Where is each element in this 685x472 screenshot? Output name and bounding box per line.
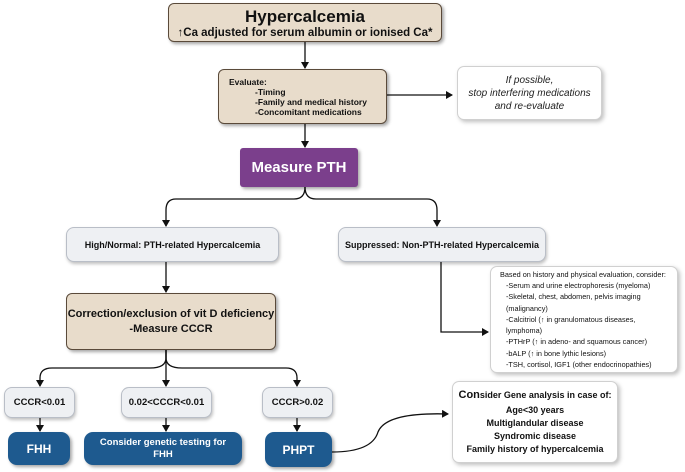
gene-analysis-item: Multiglandular disease [486, 417, 584, 428]
arrow-suppressed-to-workup [440, 262, 489, 336]
measure-pth-box: Measure PTH [240, 148, 358, 187]
evaluate-box: Evaluate: -Timing -Family and medical hi… [218, 69, 387, 124]
workup-item: -TSH, cortisol, IGF1 (other endocrinopat… [506, 360, 652, 370]
high-normal-label: High/Normal: PTH-related Hypercalcemia [84, 239, 261, 250]
cccr-high-label: CCCR>0.02 [271, 397, 324, 408]
evaluate-heading: Evaluate: [229, 76, 267, 87]
side-note-line: and re-evaluate [494, 100, 565, 112]
arrow-up-icon: ↑ [177, 26, 184, 39]
split-pth-left [162, 186, 306, 227]
cccr-high-box: CCCR>0.02 [262, 387, 333, 418]
side-note-line: stop interfering medications [468, 87, 591, 99]
non-pth-workup-box: Based on history and physical evaluation… [490, 266, 678, 373]
hypercalcemia-box: Hypercalcemia ↑Ca adjusted for serum alb… [168, 3, 442, 42]
genetic-testing-box: Consider genetic testing for FHH [84, 432, 242, 465]
genetic-testing-label: Consider genetic testing for FHH [99, 436, 227, 460]
hypercalcemia-subtitle: ↑Ca adjusted for serum albumin or ionise… [177, 26, 433, 39]
gene-analysis-item: Family history of hypercalcemia [466, 444, 604, 455]
suppressed-label: Suppressed: Non-PTH-related Hypercalcemi… [344, 239, 540, 250]
fhh-label: FHH [26, 441, 52, 456]
arrow-phpt-to-gene [331, 409, 449, 453]
correction-line: -Measure CCCR [129, 322, 213, 335]
gene-analysis-item: Syndromic disease [493, 430, 577, 441]
cccr-mid-label: 0.02<CCCR<0.01 [128, 397, 205, 408]
suppressed-box: Suppressed: Non-PTH-related Hypercalcemi… [338, 227, 546, 262]
workup-item: -Serum and urine electrophoresis (myelom… [506, 280, 651, 290]
cccr-low-box: CCCR<0.01 [4, 387, 75, 418]
gene-analysis-heading: Consider Gene analysis in case of: [458, 388, 612, 401]
split-correction-left [36, 350, 167, 387]
workup-heading: Based on history and physical evaluation… [500, 269, 666, 279]
workup-item: -bALP (↑ in bone lythic lesions) [506, 348, 607, 358]
measure-pth-label: Measure PTH [251, 159, 347, 176]
gene-analysis-item: Age<30 years [505, 404, 565, 415]
split-correction-right [165, 350, 301, 387]
correction-line: Correction/exclusion of vit D deficiency [67, 307, 275, 320]
workup-item: -Skeletal, chest, abdomen, pelvis imagin… [506, 292, 641, 313]
side-note-line: If possible, [505, 74, 554, 86]
split-pth-right [304, 186, 441, 227]
gene-analysis-box: Consider Gene analysis in case of: Age<3… [452, 381, 618, 463]
evaluate-item: -Timing [255, 86, 286, 97]
side-note-box: If possible, stop interfering medication… [457, 66, 602, 120]
hypercalcemia-title: Hypercalcemia [244, 6, 366, 26]
workup-item: -Calcitriol (↑ in granulomatous diseases… [506, 314, 636, 336]
phpt-label: PHPT [282, 442, 315, 457]
cccr-mid-box: 0.02<CCCR<0.01 [121, 387, 212, 418]
phpt-box: PHPT [265, 432, 332, 467]
high-normal-box: High/Normal: PTH-related Hypercalcemia [66, 227, 279, 262]
correction-box: Correction/exclusion of vit D deficiency… [66, 293, 276, 350]
evaluate-item: -Family and medical history [255, 96, 367, 107]
evaluate-item: -Concomitant medications [255, 106, 362, 117]
fhh-box: FHH [8, 432, 70, 465]
workup-item: -PTHrP (↑ in adeno- and squamous cancer) [506, 337, 648, 347]
cccr-low-label: CCCR<0.01 [13, 397, 66, 408]
